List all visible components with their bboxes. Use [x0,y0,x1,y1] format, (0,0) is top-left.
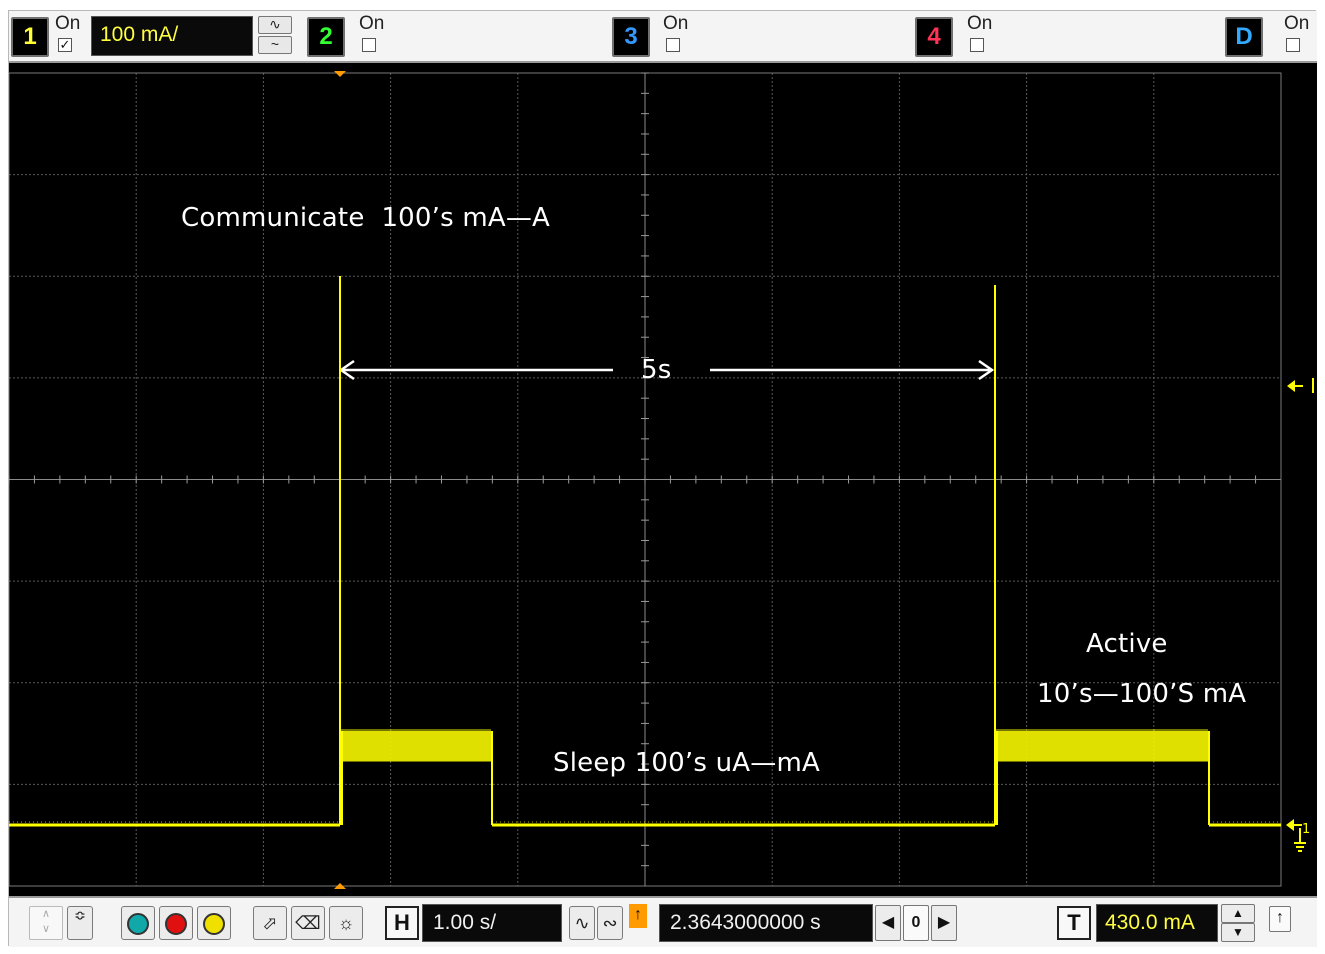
channel-1-on-checkbox[interactable]: ✓ [58,37,72,52]
stop-button[interactable] [159,906,193,940]
triangle-up-icon: ▲ [1232,906,1244,920]
autoscale-icon: ⬀ [262,913,278,933]
scroll-spinner[interactable]: ∧ ∨ [29,906,63,940]
delay-left-button[interactable]: ◀ [875,905,901,941]
oscilloscope-window: 1 On ✓ 100 mA/ ∿ ~ 2 On 3 On 4 On D On [8,10,1317,947]
wave-dc-icon: ∾ [602,913,618,933]
ac-coupling-button[interactable]: ∿ [258,16,292,34]
channel-2-on-checkbox[interactable] [362,38,376,52]
run-button[interactable] [121,906,155,940]
active-band [342,731,492,761]
chevron-left-icon: ◀ [881,914,895,931]
channel-1-trace [9,276,1281,827]
channel-2-on-label: On [359,13,385,34]
run-icon [127,913,149,936]
waveform-canvas[interactable]: 1 [9,63,1317,896]
sleep-annotation: Sleep 100’s uA—mA [553,748,820,778]
fine-adjust-button[interactable]: ≎ [67,906,93,940]
stop-icon [165,913,187,936]
wave-dc-icon: ~ [270,36,280,52]
trigger-down-button[interactable]: ▼ [1221,923,1255,942]
channel-3-on-checkbox[interactable] [666,38,680,52]
channel-1-on-label: On [55,13,81,34]
wave-ac-icon: ∿ [269,16,281,32]
sun-icon: ☼ [337,913,355,933]
delay-field[interactable]: 2.3643000000 s [659,904,873,942]
trigger-position-bottom-marker [334,883,346,889]
sine-wave-button[interactable]: ∿ [569,906,595,940]
channel-bar: 1 On ✓ 100 mA/ ∿ ~ 2 On 3 On 4 On D On [9,11,1317,63]
trigger-level-field[interactable]: 430.0 mA [1096,904,1218,942]
dc-coupling-button[interactable]: ~ [258,36,292,54]
clear-display-button[interactable]: ⌫ [291,906,325,940]
chevron-updown-icon: ≎ [74,907,86,923]
ground-marker-label: 1 [1302,822,1310,837]
wave-button[interactable]: ∾ [597,906,623,940]
period-arrow-left [338,359,613,381]
eraser-icon: ⌫ [295,913,321,933]
channel-4-button[interactable]: 4 [915,17,953,57]
intensity-button[interactable]: ☼ [329,906,363,940]
single-button[interactable] [197,906,231,940]
digital-on-checkbox[interactable] [1286,38,1300,52]
channel-1-button[interactable]: 1 [11,17,49,57]
channel-3-button[interactable]: 3 [612,17,650,57]
graticule [9,72,1282,887]
single-icon [203,913,225,936]
delay-reference-field[interactable]: 0 [903,905,929,941]
wave-ac-icon: ∿ [574,913,590,933]
rising-edge-icon: ↑ [1276,909,1284,926]
delay-right-button[interactable]: ▶ [931,905,957,941]
chevron-right-icon: ▶ [937,914,951,931]
channel-4-on-label: On [967,13,993,34]
digital-on-label: On [1284,13,1310,34]
active-annotation-range: 10’s—100’S mA [1037,679,1247,709]
communicate-annotation: Communicate 100’s mA—A [181,203,551,233]
active-annotation-title: Active [1086,629,1168,659]
trigger-label: T [1057,906,1091,940]
channel-1-ground-marker[interactable]: 1 [1286,819,1310,852]
waveform-display[interactable]: 1 Communicate 100’s mA—A 5s Sleep 100’s … [9,63,1317,896]
spin-down-icon[interactable]: ∨ [41,923,51,935]
trigger-position-top-marker [334,71,346,77]
triangle-down-icon: ▼ [1232,925,1244,939]
autoscale-button[interactable]: ⬀ [253,906,287,940]
trigger-slope-button[interactable]: ↑ [1269,906,1291,932]
channel-4-on-checkbox[interactable] [970,38,984,52]
horizontal-label: H [385,906,419,940]
control-bar: ∧ ∨ ≎ ⬀ ⌫ ☼ H 1.00 s/ ∿ ∾ [9,896,1317,947]
spin-up-icon[interactable]: ∧ [41,908,51,920]
period-annotation: 5s [641,355,672,385]
channel-2-button[interactable]: 2 [307,17,345,57]
arrow-left-icon[interactable] [1287,378,1314,393]
channel-1-scale-field[interactable]: 100 mA/ [91,16,253,56]
period-arrow-right [710,359,995,381]
channel-3-on-label: On [663,13,689,34]
timebase-field[interactable]: 1.00 s/ [422,904,562,942]
trigger-up-button[interactable]: ▲ [1221,904,1255,923]
digital-channel-button[interactable]: D [1225,17,1263,57]
trigger-ref-icon: ↑ [629,904,647,928]
